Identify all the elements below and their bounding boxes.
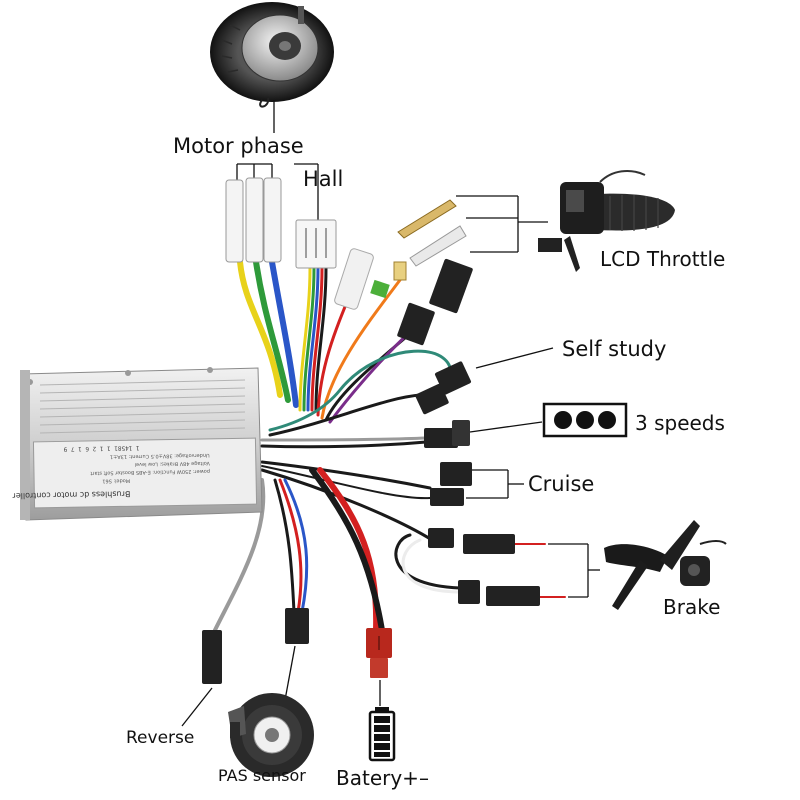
battery-icon [368,707,396,762]
wire-harness [213,259,566,633]
label-lcd-throttle: LCD Throttle [600,247,725,271]
label-motor-phase: Motor phase [173,134,304,158]
label-battery: Batery+– [336,766,429,790]
controller-spec-4: Undervoltage: 38V±0.5 Current: 13A±1 [110,452,210,460]
lcd-throttle-leader [456,195,548,253]
label-reverse: Reverse [126,728,194,748]
self-study-leader [475,347,554,369]
brake-lever-icon [604,520,727,610]
pas-leader [284,645,296,701]
motor-controller: Brushless dc motor controller Model: S61… [12,367,263,521]
three-speeds-leader [469,421,543,433]
controller-barcode: 1 14581 1 1 2 6 1 7 9 [63,444,139,452]
reverse-leader [181,687,213,727]
lcd-throttle-icon [538,169,675,272]
connectors [202,177,540,684]
label-self-study: Self study [562,337,666,361]
label-three-speeds: 3 speeds [635,411,725,435]
pas-sensor-icon [228,693,314,777]
brake-leader [548,543,600,598]
label-hall: Hall [303,167,343,191]
label-brake: Brake [663,595,720,619]
controller-spec-3: Voltage 48V Brakes: Low level [135,460,210,467]
controller-title: Brushless dc motor controller [12,489,131,500]
label-cruise: Cruise [528,472,594,496]
controller-spec-1: Model: S61 [102,477,130,483]
speed-switch-icon [542,402,628,438]
hub-motor-icon [210,2,334,108]
controller-spec-2: power: 250W Function: E-ABS Booster Soft… [90,468,210,476]
cruise-leader [466,469,524,499]
motor-phase-leader [236,100,319,220]
label-pas-sensor: PAS sensor [218,766,306,785]
